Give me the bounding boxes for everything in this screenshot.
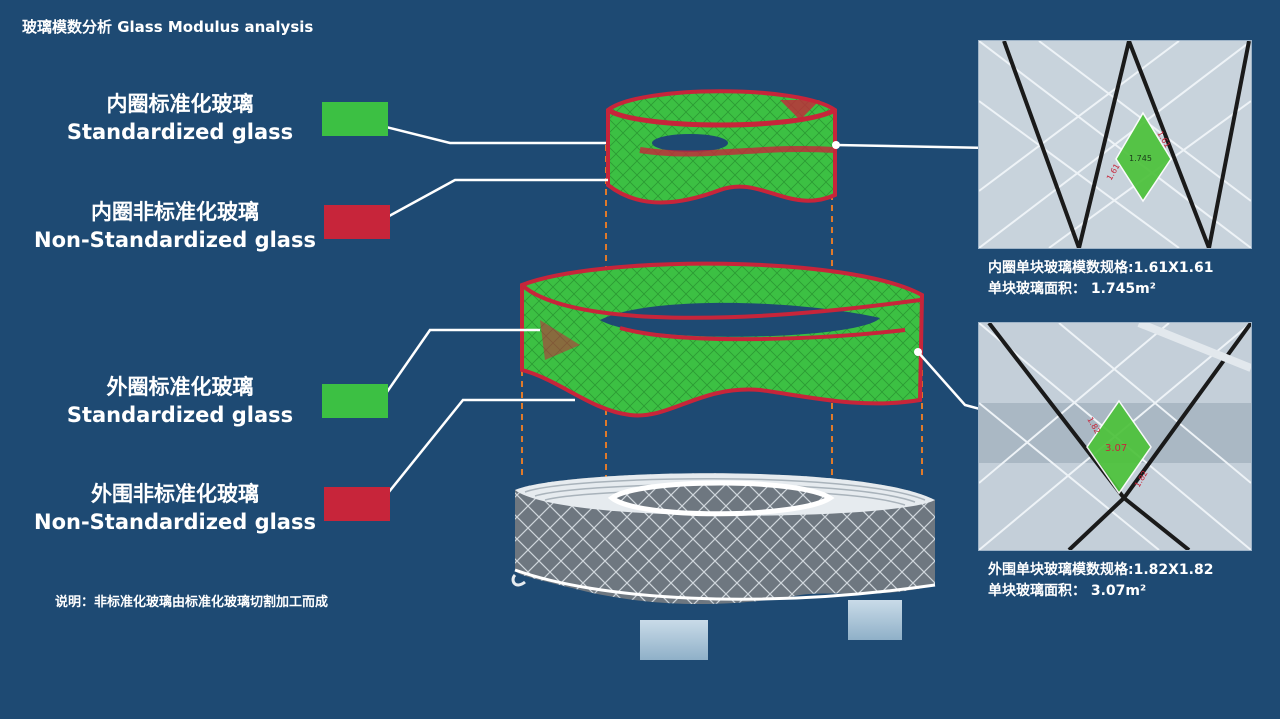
legend-en: Non-Standardized glass bbox=[34, 228, 316, 252]
legend-cn: 内圈非标准化玻璃 bbox=[91, 200, 259, 224]
legend-en: Non-Standardized glass bbox=[34, 510, 316, 534]
note-text: 说明：非标准化玻璃由标准化玻璃切割加工而成 bbox=[55, 595, 329, 610]
detail-area-value: 3.07 bbox=[1105, 443, 1127, 454]
inner-glass-detail-image: 1.745 1.61 1.61 bbox=[978, 40, 1252, 249]
legend-cn: 内圈标准化玻璃 bbox=[106, 92, 254, 116]
inner-glass-ring bbox=[606, 89, 837, 205]
legend-outer-nonstandard: 外围非标准化玻璃 Non-Standardized glass bbox=[15, 480, 335, 536]
legend-outer-standard: 外圈标准化玻璃 Standardized glass bbox=[30, 373, 330, 429]
stadium-model bbox=[511, 473, 936, 660]
legend-cn: 外圈标准化玻璃 bbox=[106, 375, 254, 399]
outer-glass-spec: 外围单块玻璃模数规格:1.82X1.82 单块玻璃面积： 3.07m² bbox=[988, 560, 1268, 602]
nonstandard-swatch bbox=[324, 205, 390, 239]
standard-swatch bbox=[322, 102, 388, 136]
legend-cn: 外围非标准化玻璃 bbox=[91, 482, 259, 506]
outer-glass-detail-image: 3.07 1.82 1.82 bbox=[978, 322, 1252, 551]
inner-glass-spec: 内圈单块玻璃模数规格:1.61X1.61 单块玻璃面积： 1.745m² bbox=[988, 258, 1268, 300]
standard-swatch bbox=[322, 384, 388, 418]
spec-text: 内圈单块玻璃模数规格:1.61X1.61 bbox=[988, 260, 1214, 276]
area-text: 单块玻璃面积： 3.07m² bbox=[988, 583, 1147, 599]
nonstandard-swatch bbox=[324, 487, 390, 521]
outer-glass-ring bbox=[520, 261, 925, 418]
detail-area-value: 1.745 bbox=[1129, 154, 1152, 163]
legend-inner-nonstandard: 内圈非标准化玻璃 Non-Standardized glass bbox=[15, 198, 335, 254]
legend-inner-standard: 内圈标准化玻璃 Standardized glass bbox=[30, 90, 330, 146]
spec-text: 外围单块玻璃模数规格:1.82X1.82 bbox=[988, 562, 1214, 578]
legend-en: Standardized glass bbox=[66, 120, 294, 144]
legend-en: Standardized glass bbox=[66, 403, 294, 427]
area-text: 单块玻璃面积： 1.745m² bbox=[988, 281, 1156, 297]
page-title: 玻璃模数分析 Glass Modulus analysis bbox=[22, 18, 314, 36]
